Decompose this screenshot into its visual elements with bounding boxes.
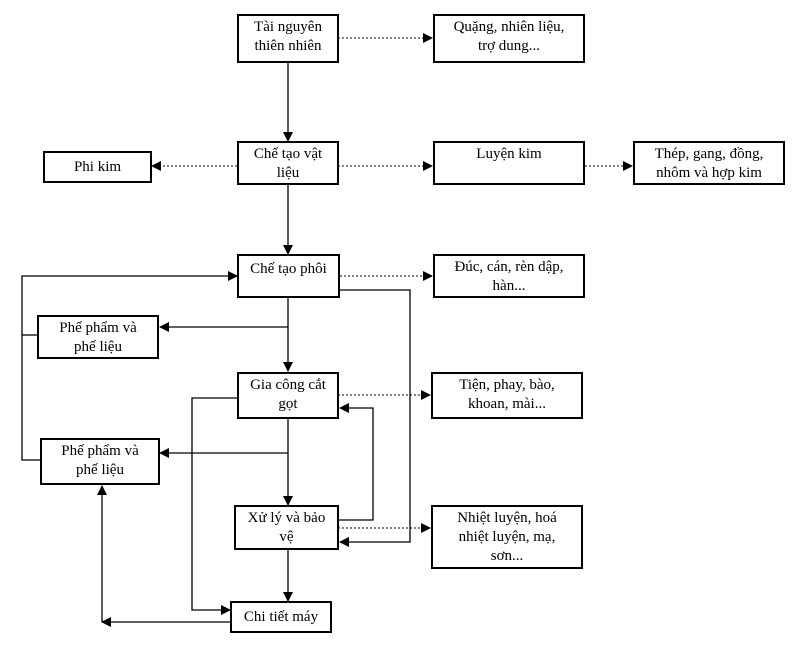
node-text: Chi tiết máy bbox=[243, 609, 319, 625]
node-text: Tiện, phay, bào, bbox=[459, 377, 555, 393]
node-text: Chế tạo vật bbox=[253, 146, 323, 162]
node-text: thiên nhiên bbox=[254, 38, 322, 54]
node-casting-rolling: Đúc, cán, rèn dập, hàn... bbox=[433, 254, 585, 298]
node-text: trợ dung... bbox=[477, 38, 541, 54]
node-text: sơn... bbox=[490, 548, 524, 564]
node-turning-milling: Tiện, phay, bào, khoan, mài... bbox=[431, 372, 583, 419]
arrow-machining-to-part-bypass bbox=[191, 397, 237, 615]
node-scrap-1: Phế phẩm và phế liệu bbox=[37, 315, 159, 359]
node-blank-making: Chế tạo phôi bbox=[237, 254, 340, 298]
node-text: hàn... bbox=[492, 278, 526, 294]
node-nonmetal: Phi kim bbox=[43, 151, 152, 183]
node-metallurgy: Luyện kim bbox=[433, 141, 585, 185]
node-text: Quặng, nhiên liệu, bbox=[453, 19, 565, 35]
node-text: Phế phẩm và bbox=[59, 320, 137, 336]
node-text: Gia công cắt bbox=[250, 377, 326, 393]
node-text: nhiệt luyện, mạ, bbox=[458, 529, 556, 545]
arrow-blank-to-treatment-bypass bbox=[339, 289, 411, 547]
node-text: Đúc, cán, rèn dập, bbox=[454, 259, 564, 275]
node-treatment-protection: Xử lý và bảo vệ bbox=[234, 505, 339, 550]
node-machine-part: Chi tiết máy bbox=[230, 601, 332, 633]
node-ore-fuel: Quặng, nhiên liệu, trợ dung... bbox=[433, 14, 585, 63]
node-text: Xử lý và bảo bbox=[247, 510, 326, 526]
node-text: Phế phẩm và bbox=[61, 443, 139, 459]
node-text: Luyện kim bbox=[476, 146, 542, 162]
node-text: Chế tạo phôi bbox=[250, 261, 327, 277]
node-steel-alloys: Thép, gang, đồng, nhôm và hợp kim bbox=[633, 141, 785, 185]
node-material-making: Chế tạo vật liệu bbox=[237, 141, 339, 185]
node-natural-resources: Tài nguyên thiên nhiên bbox=[237, 14, 339, 63]
node-text: vệ bbox=[279, 529, 294, 545]
node-text: phế liệu bbox=[74, 339, 122, 355]
arrow-treatment-to-machining-feedback bbox=[338, 403, 374, 521]
node-machining: Gia công cắt gọt bbox=[237, 372, 339, 419]
node-text: Phi kim bbox=[73, 159, 122, 175]
arrow-scrap-recycle-loop bbox=[21, 271, 238, 461]
node-scrap-2: Phế phẩm và phế liệu bbox=[40, 438, 160, 485]
node-text: gọt bbox=[278, 396, 298, 412]
node-text: nhôm và hợp kim bbox=[656, 165, 762, 181]
node-heat-treatment: Nhiệt luyện, hoá nhiệt luyện, mạ, sơn... bbox=[431, 505, 583, 569]
node-text: Tài nguyên bbox=[254, 19, 322, 35]
node-text: liệu bbox=[276, 165, 300, 181]
node-text: phế liệu bbox=[76, 462, 124, 478]
node-text: Nhiệt luyện, hoá bbox=[457, 510, 557, 526]
node-text: Thép, gang, đồng, bbox=[654, 146, 764, 162]
node-text: khoan, mài... bbox=[468, 396, 546, 412]
